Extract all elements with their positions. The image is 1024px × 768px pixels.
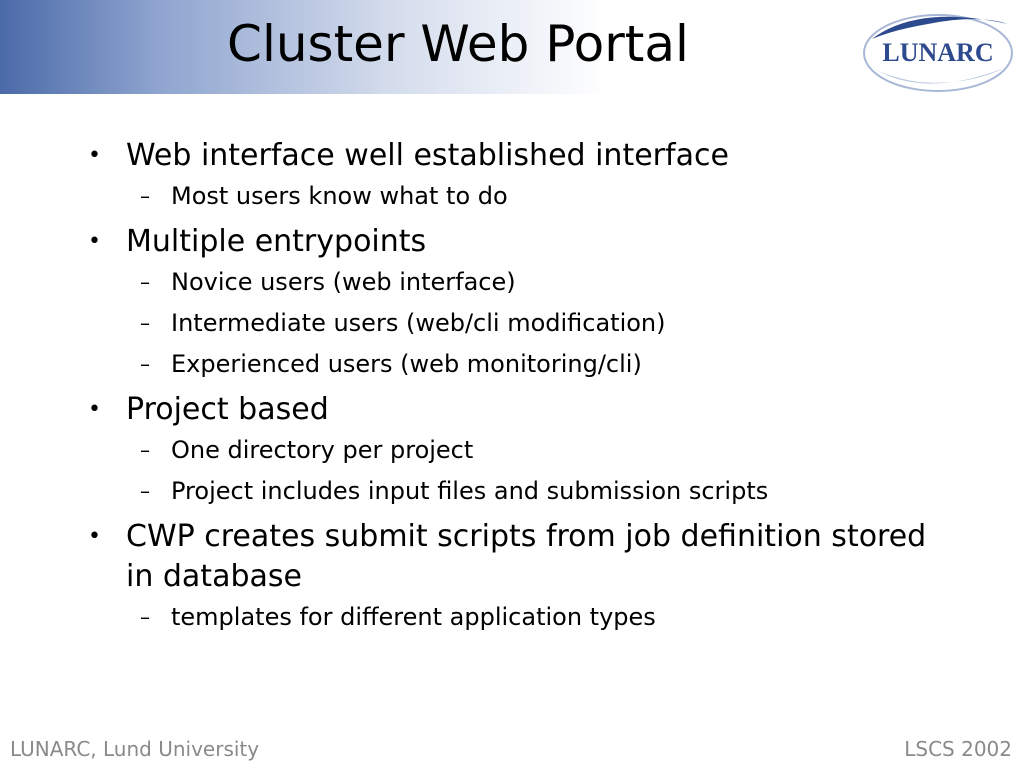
sub-bullet-list: – templates for different application ty… bbox=[126, 601, 948, 633]
logo-text: LUNARC bbox=[882, 38, 993, 67]
lunarc-logo-graphic: LUNARC bbox=[863, 14, 1013, 92]
sub-bullet-text: templates for different application type… bbox=[171, 603, 656, 631]
bullet-dot: • bbox=[88, 524, 101, 549]
bullet-text: Project based bbox=[126, 392, 329, 427]
sub-bullet-dash: – bbox=[140, 352, 150, 376]
slide-title: Cluster Web Portal bbox=[227, 15, 689, 73]
bullet-item: • CWP creates submit scripts from job de… bbox=[88, 517, 948, 633]
header-gradient-band bbox=[0, 0, 780, 94]
sub-bullet-list: – One directory per project – Project in… bbox=[126, 434, 948, 507]
bullet-dot: • bbox=[88, 397, 101, 422]
sub-bullet-text: Intermediate users (web/cli modification… bbox=[171, 309, 666, 337]
sub-bullet-dash: – bbox=[140, 605, 150, 629]
bullet-item: • Project based – One directory per proj… bbox=[88, 390, 948, 507]
sub-bullet-dash: – bbox=[140, 311, 150, 335]
bullet-text: Web interface well established interface bbox=[126, 138, 729, 173]
sub-bullet-dash: – bbox=[140, 479, 150, 503]
sub-bullet-text: Most users know what to do bbox=[171, 182, 508, 210]
sub-bullet-dash: – bbox=[140, 270, 150, 294]
sub-bullet-item: – templates for different application ty… bbox=[126, 601, 948, 633]
bullet-item: • Web interface well established interfa… bbox=[88, 136, 948, 212]
footer-event: LSCS 2002 bbox=[904, 737, 1012, 761]
sub-bullet-item: – Novice users (web interface) bbox=[126, 266, 948, 298]
sub-bullet-text: Novice users (web interface) bbox=[171, 268, 516, 296]
sub-bullet-item: – Experienced users (web monitoring/cli) bbox=[126, 348, 948, 380]
sub-bullet-list: – Most users know what to do bbox=[126, 180, 948, 212]
lunarc-logo: LUNARC bbox=[858, 6, 1018, 96]
sub-bullet-text: Experienced users (web monitoring/cli) bbox=[171, 350, 642, 378]
sub-bullet-list: – Novice users (web interface) – Interme… bbox=[126, 266, 948, 380]
sub-bullet-item: – One directory per project bbox=[126, 434, 948, 466]
sub-bullet-item: – Most users know what to do bbox=[126, 180, 948, 212]
footer-organization: LUNARC, Lund University bbox=[10, 737, 260, 761]
sub-bullet-text: One directory per project bbox=[171, 436, 474, 464]
sub-bullet-item: – Project includes input files and submi… bbox=[126, 475, 948, 507]
bullet-item: • Multiple entrypoints – Novice users (w… bbox=[88, 222, 948, 380]
sub-bullet-dash: – bbox=[140, 184, 150, 208]
bullet-text: CWP creates submit scripts from job defi… bbox=[126, 519, 927, 594]
sub-bullet-item: – Intermediate users (web/cli modificati… bbox=[126, 307, 948, 339]
sub-bullet-text: Project includes input files and submiss… bbox=[171, 477, 769, 505]
bullet-dot: • bbox=[88, 229, 101, 254]
bullet-dot: • bbox=[88, 143, 101, 168]
bullet-text: Multiple entrypoints bbox=[126, 224, 427, 259]
bullet-list: • Web interface well established interfa… bbox=[88, 136, 948, 643]
sub-bullet-dash: – bbox=[140, 438, 150, 462]
